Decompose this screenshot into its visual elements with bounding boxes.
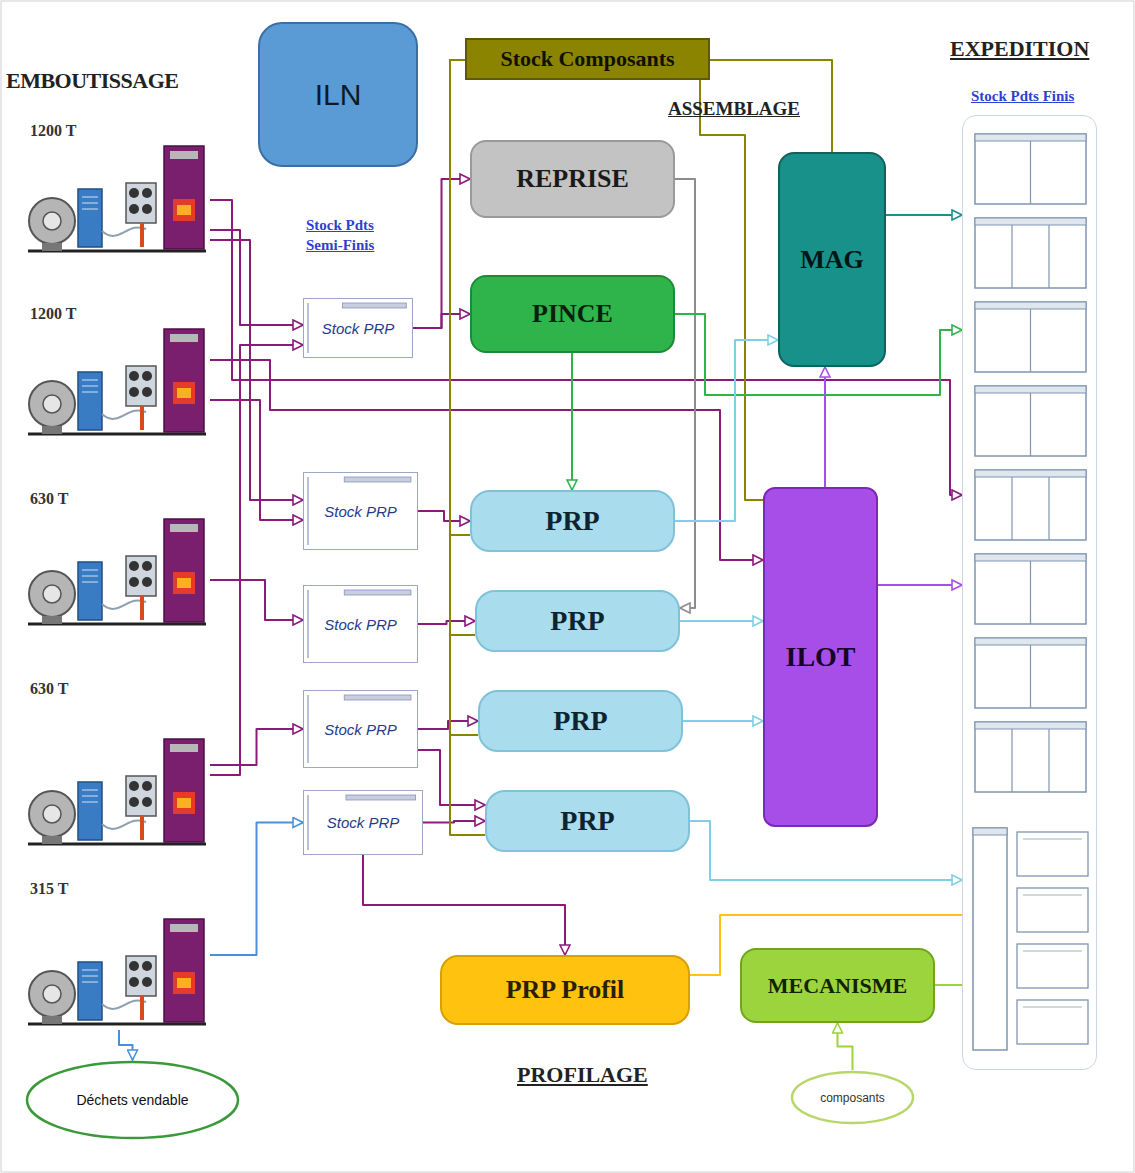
process-box: ILOT bbox=[763, 487, 878, 827]
flow-connector bbox=[838, 1023, 853, 1070]
flow-connector bbox=[413, 314, 470, 328]
press-line-illustration bbox=[28, 144, 210, 257]
section-title: PROFILAGE bbox=[517, 1062, 648, 1088]
stock-box: Stock PRP bbox=[303, 585, 418, 663]
process-box: PINCE bbox=[470, 275, 675, 353]
flow-connector bbox=[571, 353, 573, 490]
input-ellipse: composants bbox=[790, 1070, 915, 1125]
stock-box: Stock PRP bbox=[303, 298, 413, 358]
node-label: Stock Composants bbox=[500, 46, 674, 72]
flow-connector bbox=[210, 360, 763, 560]
flow-connector bbox=[935, 984, 962, 986]
node-label: ILN bbox=[315, 78, 362, 112]
node-label: PRP bbox=[545, 505, 599, 537]
flow-connector bbox=[450, 60, 475, 635]
press-line: 630 T bbox=[28, 490, 210, 630]
process-box: MECANISME bbox=[740, 948, 935, 1023]
node-label: PRP bbox=[550, 605, 604, 637]
node-label: 315 T bbox=[30, 880, 68, 898]
flow-connector bbox=[878, 584, 962, 586]
flow-connector bbox=[700, 80, 763, 500]
flow-connector bbox=[418, 621, 475, 624]
press-line-illustration bbox=[28, 902, 210, 1030]
flow-connector bbox=[824, 367, 826, 487]
process-box: REPRISE bbox=[470, 140, 675, 218]
flow-connector bbox=[210, 345, 303, 775]
node-label: Stock PRP bbox=[324, 721, 397, 738]
node-label: Stock PRP bbox=[327, 814, 400, 831]
flow-connector bbox=[210, 240, 303, 500]
flow-connector bbox=[418, 511, 470, 521]
node-label: PRP bbox=[553, 705, 607, 737]
node-label: PRP Profil bbox=[506, 975, 625, 1005]
flow-connector bbox=[363, 855, 565, 955]
flow-connector bbox=[418, 721, 478, 729]
node-label: REPRISE bbox=[516, 164, 629, 194]
press-line: 1200 T bbox=[28, 305, 210, 440]
flow-connector bbox=[210, 580, 303, 620]
node-label: Stock PRP bbox=[322, 320, 395, 337]
waste-ellipse: Déchets vendable bbox=[25, 1060, 240, 1140]
node-label: 630 T bbox=[30, 680, 68, 698]
process-box: MAG bbox=[778, 152, 886, 367]
flow-connector bbox=[210, 823, 303, 956]
node-label: Stock PRP bbox=[324, 503, 397, 520]
stock-box: Stock Composants bbox=[465, 38, 710, 80]
flow-connector bbox=[423, 821, 485, 823]
flow-connector bbox=[690, 821, 962, 880]
process-box: PRP bbox=[470, 490, 675, 552]
section-title: ASSEMBLAGE bbox=[668, 98, 800, 120]
flow-connector bbox=[210, 230, 303, 325]
process-box: PRP bbox=[478, 690, 683, 752]
flow-connector bbox=[675, 340, 778, 521]
stock-box: Stock PRP bbox=[303, 690, 418, 768]
stock-box: Stock PRP bbox=[303, 472, 418, 550]
node-label: Stock PRP bbox=[324, 616, 397, 633]
press-line-illustration bbox=[28, 327, 210, 440]
stock-box: Stock PRP bbox=[303, 790, 423, 855]
node-label: Stock Pdts Finis bbox=[971, 88, 1074, 105]
node-label: Déchets vendable bbox=[76, 1092, 188, 1108]
process-box: PRP Profil bbox=[440, 955, 690, 1025]
node-label: 1200 T bbox=[30, 305, 76, 323]
node-label: 1200 T bbox=[30, 122, 76, 140]
stock-heading: Stock Pdts Semi-Finis bbox=[306, 216, 392, 255]
flow-connector bbox=[683, 720, 763, 722]
section-title: EMBOUTISSAGE bbox=[6, 68, 179, 94]
process-box: PRP bbox=[475, 590, 680, 652]
press-line: 1200 T bbox=[28, 122, 210, 257]
node-label: composants bbox=[820, 1091, 885, 1105]
node-label: MAG bbox=[800, 245, 864, 275]
node-label: PINCE bbox=[532, 299, 613, 329]
press-line: 630 T bbox=[28, 680, 210, 850]
press-line-illustration bbox=[28, 702, 210, 850]
node-label: ILOT bbox=[785, 641, 855, 673]
node-label: MECANISME bbox=[768, 973, 907, 999]
flow-connector bbox=[680, 620, 763, 622]
flow-connector bbox=[886, 214, 962, 216]
section-title: EXPEDITION bbox=[950, 36, 1089, 62]
node-label: PRP bbox=[560, 805, 614, 837]
process-box: PRP bbox=[485, 790, 690, 852]
flow-connector bbox=[210, 400, 303, 520]
node-label: 630 T bbox=[30, 490, 68, 508]
finished-goods-panel: Stock Pdts Finis bbox=[962, 115, 1097, 1070]
press-line-illustration bbox=[28, 512, 210, 630]
flow-connector bbox=[413, 179, 470, 328]
process-box: ILN bbox=[258, 22, 418, 167]
flow-connector bbox=[119, 1030, 133, 1060]
press-line: 315 T bbox=[28, 880, 210, 1030]
flow-connector bbox=[210, 729, 303, 765]
finished-goods-racks bbox=[963, 116, 1098, 1071]
flow-connector bbox=[418, 750, 485, 805]
flow-connector bbox=[450, 60, 470, 535]
flow-connector bbox=[675, 179, 695, 608]
